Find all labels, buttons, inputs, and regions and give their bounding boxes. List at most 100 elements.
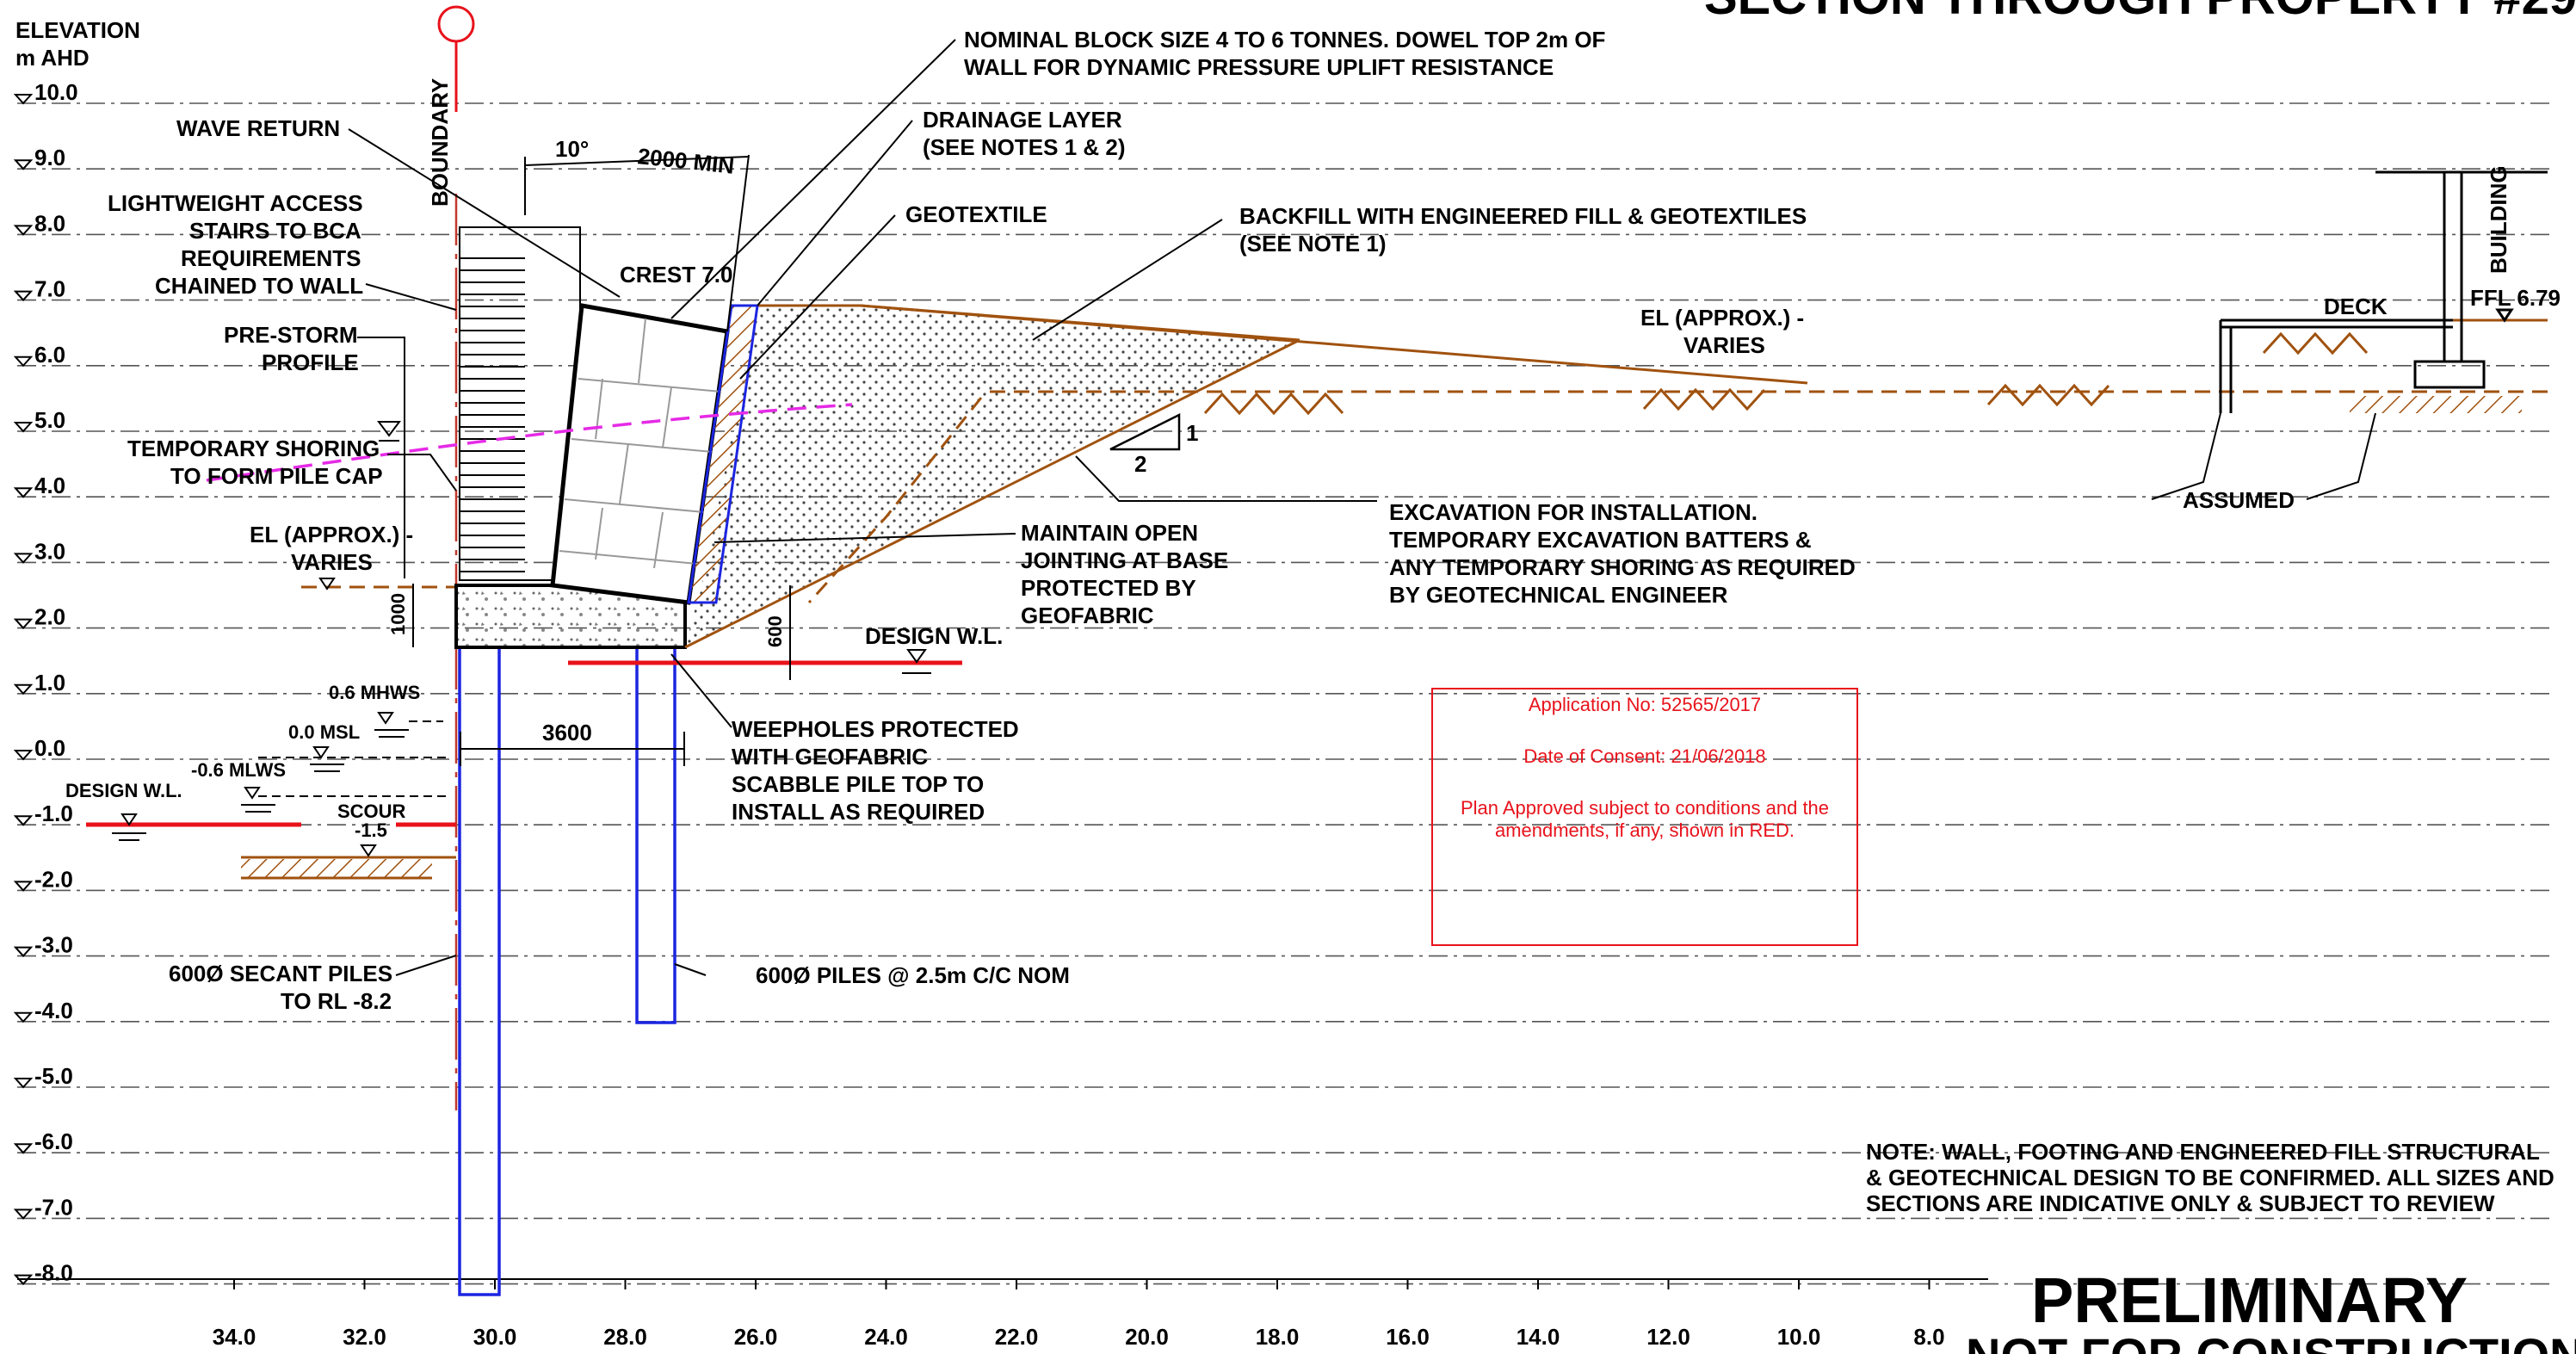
leaders: [348, 39, 2376, 976]
stairs-label-2: STAIRS TO BCA: [189, 218, 361, 244]
level-label: 10.0: [34, 79, 78, 105]
level-label: -6.0: [34, 1128, 73, 1154]
left-seabed: [86, 585, 456, 880]
wave-return-label: WAVE RETURN: [176, 115, 340, 141]
chainage-label: 26.0: [734, 1324, 778, 1350]
weep-label-3: SCABBLE PILE TOP TO: [732, 771, 984, 797]
level-marker-icon: [13, 487, 34, 498]
level-label: 1.0: [34, 670, 65, 696]
chainage-label: 28.0: [603, 1324, 647, 1350]
not-for-construction: NOT FOR CONSTRUCTION: [1966, 1328, 2576, 1354]
drainage-label-2: (SEE NOTES 1 & 2): [923, 134, 1126, 160]
dim-600: 600: [764, 615, 786, 647]
engineered-backfill: [685, 306, 1300, 647]
level-label: 6.0: [34, 342, 65, 368]
chainage-label: 32.0: [343, 1324, 386, 1350]
chainage-label: 30.0: [473, 1324, 517, 1350]
stamp-application: Application No: 52565/2017: [1529, 694, 1761, 715]
shoring-label-2: TO FORM PILE CAP: [170, 463, 383, 489]
backfill-label-1: BACKFILL WITH ENGINEERED FILL & GEOTEXTI…: [1239, 203, 1807, 229]
right-ground-profile: [860, 304, 2548, 416]
crest-label: CREST 7.0: [620, 262, 733, 287]
slope-horizontal: 2: [1134, 451, 1146, 477]
chainage-label: 22.0: [995, 1324, 1039, 1350]
secant-pile: [458, 646, 501, 1296]
level-marker-icon: [13, 946, 34, 958]
level-marker-icon: [13, 422, 34, 433]
level-label: -1.0: [34, 801, 73, 826]
open-joint-label-2: JOINTING AT BASE: [1021, 547, 1228, 573]
scour-label-2: -1.5: [355, 819, 387, 841]
level-label: -7.0: [34, 1194, 73, 1220]
stairs-label-3: REQUIREMENTS: [181, 245, 361, 271]
armour-block-wall: [550, 303, 759, 605]
geotextile-label: GEOTEXTILE: [905, 201, 1047, 227]
excav-label-2: TEMPORARY EXCAVATION BATTERS &: [1389, 527, 1812, 553]
shoring-label-1: TEMPORARY SHORING: [127, 436, 380, 461]
axis-elevation-label: ELEVATION: [15, 17, 140, 43]
level-marker-icon: [13, 1011, 34, 1023]
stamp-approved-2: amendments, if any, shown in RED.: [1495, 819, 1795, 841]
piles-label: 600Ø PILES @ 2.5m C/C NOM: [756, 962, 1070, 988]
msl-label: 0.0 MSL: [288, 721, 360, 743]
el-left-label-1: EL (APPROX.) -: [250, 522, 413, 547]
secant-label-2: TO RL -8.2: [281, 988, 392, 1014]
drainage-label-1: DRAINAGE LAYER: [923, 107, 1122, 133]
mlws-label: -0.6 MLWS: [191, 759, 286, 781]
level-label: -3.0: [34, 932, 73, 958]
secant-label-1: 600Ø SECANT PILES: [169, 961, 392, 986]
block-note-1: NOMINAL BLOCK SIZE 4 TO 6 TONNES. DOWEL …: [964, 27, 1605, 53]
building: [2219, 170, 2548, 413]
excav-label-4: BY GEOTECHNICAL ENGINEER: [1389, 582, 1728, 608]
block-note-2: WALL FOR DYNAMIC PRESSURE UPLIFT RESISTA…: [964, 54, 1554, 80]
open-joint-label-3: PROTECTED BY: [1021, 575, 1196, 601]
weep-label-4: INSTALL AS REQUIRED: [732, 799, 985, 825]
pre-storm-profile: [206, 403, 853, 482]
scour-label-1: SCOUR: [337, 801, 406, 822]
level-label: 9.0: [34, 145, 65, 170]
deck-label: DECK: [2324, 294, 2388, 319]
dimensions: [412, 154, 791, 766]
chainage-label: 16.0: [1386, 1324, 1430, 1350]
level-label: 2.0: [34, 604, 65, 630]
el-right-label-2: VARIES: [1683, 332, 1765, 358]
el-right-label-1: EL (APPROX.) -: [1640, 305, 1804, 331]
stamp-approved-1: Plan Approved subject to conditions and …: [1461, 797, 1829, 819]
open-joint-label-1: MAINTAIN OPEN: [1021, 520, 1198, 546]
chainage-label: 24.0: [864, 1324, 908, 1350]
stairs-label-1: LIGHTWEIGHT ACCESS: [108, 190, 363, 216]
angle-label: 10°: [555, 136, 589, 162]
chainage-label: 10.0: [1777, 1324, 1821, 1350]
level-marker-icon: [13, 553, 34, 564]
note-line-2: & GEOTECHNICAL DESIGN TO BE CONFIRMED. A…: [1866, 1165, 2554, 1190]
chainage-label: 8.0: [1913, 1324, 1944, 1350]
chainage-label: 14.0: [1517, 1324, 1560, 1350]
level-marker-icon: [13, 225, 34, 236]
weep-label-2: WITH GEOFABRIC: [732, 744, 928, 770]
tide-marks: [112, 421, 448, 857]
level-marker-icon: [13, 815, 34, 826]
level-marker-icon: [13, 618, 34, 630]
slope-vertical: 1: [1186, 420, 1198, 446]
level-label: 3.0: [34, 538, 65, 564]
level-label: -5.0: [34, 1063, 73, 1089]
level-marker-icon: [13, 94, 34, 105]
backfill-label-2: (SEE NOTE 1): [1239, 231, 1386, 257]
drawing-title: SECTION THROUGH PROPERTY #29B OCEAN VIEW…: [1704, 0, 2576, 25]
prestorm-label-1: PRE-STORM: [224, 322, 358, 348]
chainage-label: 18.0: [1256, 1324, 1300, 1350]
level-label: 5.0: [34, 407, 65, 433]
level-label: -4.0: [34, 998, 73, 1023]
width-min-label: 2000 MIN: [636, 143, 735, 179]
level-label: 8.0: [34, 210, 65, 236]
note-line-3: SECTIONS ARE INDICATIVE ONLY & SUBJECT T…: [1866, 1190, 2495, 1216]
level-marker-icon: [13, 159, 34, 170]
elevation-levels: 10.09.08.07.06.05.04.03.02.01.00.0-1.0-2…: [13, 79, 2554, 1286]
level-marker-icon: [13, 356, 34, 368]
dim-3600: 3600: [542, 720, 592, 745]
prestorm-label-2: PROFILE: [262, 349, 359, 375]
level-marker-icon: [13, 1209, 34, 1220]
design-wl-right-label: DESIGN W.L.: [865, 623, 1003, 649]
